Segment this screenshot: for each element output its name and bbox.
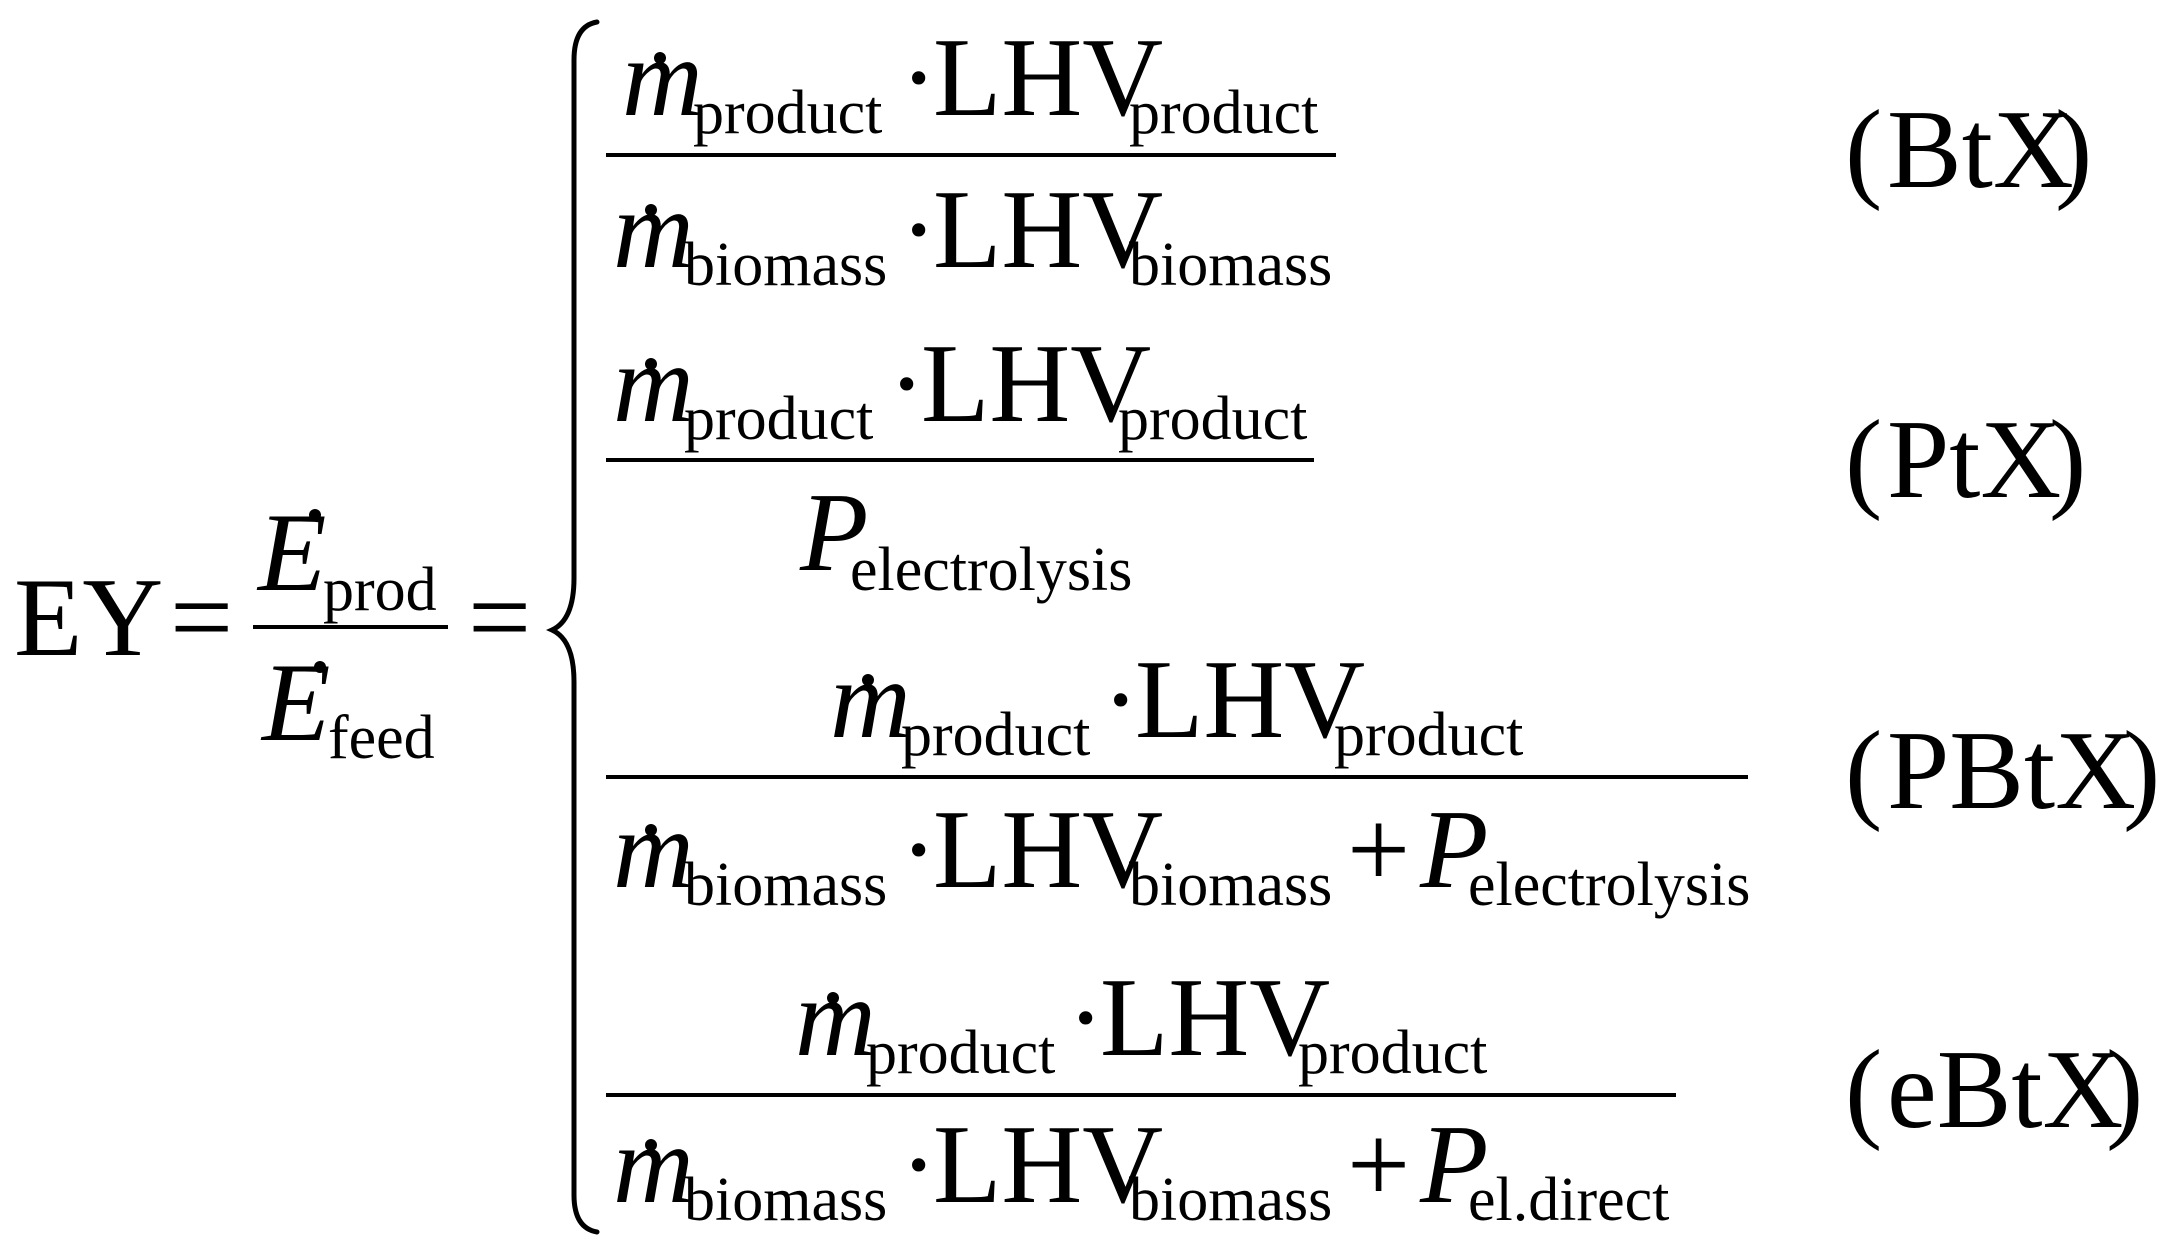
mass-flow-symbol: m [613, 168, 694, 292]
lhv-symbol: LHV [933, 168, 1163, 292]
mass-flow-symbol: m [622, 16, 703, 140]
case-label: PtX [1887, 398, 2061, 522]
left-curly-brace [545, 19, 600, 1235]
open-paren: ( [1845, 709, 1882, 833]
close-paren: ) [2106, 1028, 2143, 1152]
mass-flow-symbol: m [613, 1103, 694, 1227]
mass-flow-symbol: m [613, 788, 694, 912]
power-subscript: el.direct [1468, 1166, 1669, 1234]
lhv-subscript: product [1129, 79, 1318, 147]
case-label: eBtX [1887, 1028, 2123, 1152]
open-paren: ( [1845, 398, 1882, 522]
open-paren: ( [1845, 1028, 1882, 1152]
time-derivative-dot [645, 824, 657, 836]
case-label: BtX [1887, 88, 2074, 212]
power-symbol: P [1419, 788, 1488, 912]
close-paren: ) [2049, 398, 2086, 522]
mass-flow-symbol: m [830, 638, 911, 762]
power-subscript: electrolysis [1468, 851, 1750, 919]
multiplication-dot: · [900, 168, 937, 292]
power-symbol: P [1419, 1103, 1488, 1227]
multiplication-dot: · [900, 1103, 937, 1227]
multiplication-dot: · [900, 16, 937, 140]
close-paren: ) [2055, 88, 2092, 212]
time-derivative-dot [645, 204, 657, 216]
plus-sign: + [1347, 788, 1410, 912]
multiplication-dot: · [900, 788, 937, 912]
case-ebtx: m product · LHV product m biomass · LHV … [606, 956, 2143, 1234]
lhv-subscript: product [1334, 701, 1523, 769]
lhv-symbol: LHV [933, 1103, 1163, 1227]
mass-flow-subscript: product [866, 1019, 1055, 1087]
case-pbtx: m product · LHV product m biomass · LHV … [606, 638, 2160, 919]
energy-feed-symbol: E [260, 641, 330, 765]
mass-flow-subscript: biomass [684, 1166, 887, 1234]
open-paren: ( [1845, 88, 1882, 212]
lhv-symbol: LHV [1100, 956, 1330, 1080]
time-derivative-dot [645, 358, 657, 370]
power-symbol: P [799, 471, 868, 595]
lhv-symbol: LHV [1135, 638, 1365, 762]
multiplication-dot: · [888, 322, 925, 446]
multiplication-dot: · [1102, 638, 1139, 762]
mass-flow-subscript: product [693, 79, 882, 147]
equals-sign-2: = [468, 556, 531, 680]
mass-flow-subscript: product [901, 701, 1090, 769]
time-derivative-dot [314, 661, 326, 673]
lhv-subscript: biomass [1129, 851, 1332, 919]
lhv-subscript: biomass [1129, 1166, 1332, 1234]
mass-flow-symbol: m [795, 956, 876, 1080]
plus-sign: + [1347, 1103, 1410, 1227]
case-ptx: m product · LHV product P electrolysis (… [606, 322, 2086, 604]
mass-flow-subscript: biomass [684, 851, 887, 919]
energy-feed-subscript: feed [328, 704, 435, 772]
time-derivative-dot [309, 509, 321, 521]
mass-flow-subscript: product [684, 385, 873, 453]
time-derivative-dot [654, 52, 666, 64]
lhv-subscript: product [1118, 385, 1307, 453]
lhs-symbol: EY [14, 556, 163, 680]
mass-flow-symbol: m [613, 322, 694, 446]
time-derivative-dot [645, 1139, 657, 1151]
time-derivative-dot [827, 992, 839, 1004]
mass-flow-subscript: biomass [684, 231, 887, 299]
multiplication-dot: · [1067, 956, 1104, 1080]
lhv-symbol: LHV [921, 322, 1151, 446]
lhv-subscript: product [1298, 1019, 1487, 1087]
case-label: PBtX [1887, 709, 2136, 833]
lhv-subscript: biomass [1129, 231, 1332, 299]
time-derivative-dot [862, 674, 874, 686]
equals-sign-1: = [170, 556, 233, 680]
case-btx: m product · LHV product m biomass · LHV … [606, 16, 2092, 299]
power-subscript: electrolysis [850, 536, 1132, 604]
energy-prod-subscript: prod [323, 556, 437, 624]
lhv-symbol: LHV [933, 16, 1163, 140]
lhv-symbol: LHV [933, 788, 1163, 912]
close-paren: ) [2123, 709, 2160, 833]
